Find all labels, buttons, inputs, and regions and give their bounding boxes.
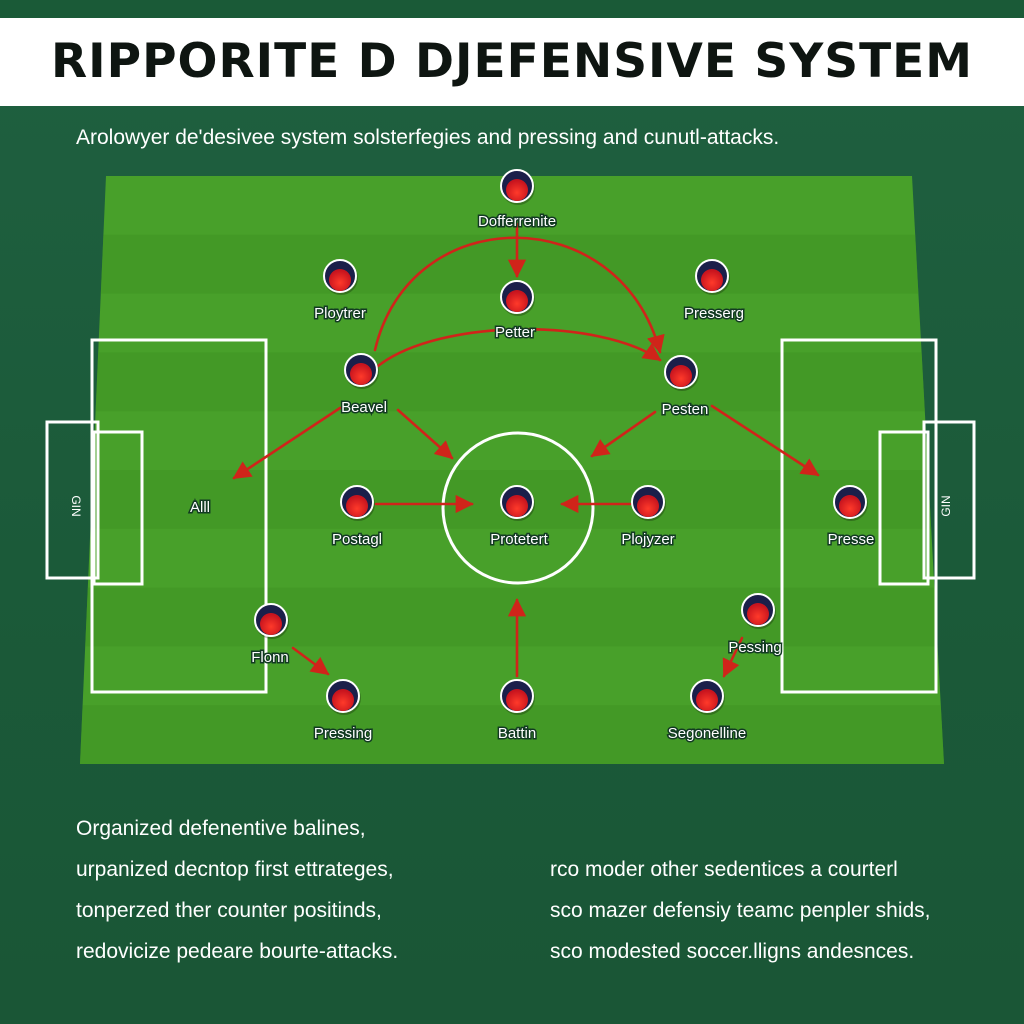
player-dot	[637, 495, 659, 517]
player-marker: Segonelline	[666, 679, 748, 744]
notes-left: Organized defenentive balines, urpanized…	[76, 808, 398, 972]
arrow-beavel-left	[232, 406, 342, 480]
player-dot	[506, 689, 528, 711]
player-label: Protetert	[490, 531, 548, 548]
left-goal-area	[92, 430, 144, 586]
title-bar	[0, 18, 1024, 106]
arrow-outer-arc	[373, 236, 665, 354]
player-marker: Presserg	[682, 259, 746, 324]
note-line: tonperzed ther counter positinds,	[76, 899, 382, 922]
player-label: Ploytrer	[314, 305, 366, 322]
player-dot	[506, 495, 528, 517]
player-label: Pesten	[662, 401, 709, 418]
player-marker: Plojyzer	[620, 485, 676, 550]
arrow-beavel-center	[396, 408, 454, 460]
player-dot	[350, 363, 372, 385]
player-dot	[747, 603, 769, 625]
left-goal-label: GIN	[69, 495, 83, 516]
player-dot	[696, 689, 718, 711]
player-dot	[670, 365, 692, 387]
top-band	[0, 0, 1024, 18]
player-dot	[506, 179, 528, 201]
player-dot	[332, 689, 354, 711]
arrow-inner-arc	[376, 327, 662, 368]
player-marker: Pressing	[312, 679, 374, 744]
player-marker: Petter	[493, 280, 537, 343]
movement-arrows	[232, 222, 820, 678]
note-line: urpanized decntop first ettrateges,	[76, 858, 394, 881]
grass-stripe	[80, 705, 944, 764]
player-label: Pessing	[728, 639, 781, 656]
player-marker: Battin	[496, 679, 538, 744]
center-circle	[441, 431, 595, 585]
grass-stripe	[95, 352, 925, 412]
player-label: Postagl	[332, 531, 382, 548]
right-goal-area	[878, 430, 930, 586]
player-marker: Dofferrenite	[476, 169, 558, 232]
player-dot	[346, 495, 368, 517]
left-goal	[45, 420, 100, 580]
grass-stripe	[85, 587, 938, 647]
page-title: RIPPORITE D DJEFENSIVE SYSTEM	[50, 34, 974, 89]
field-markings	[45, 338, 976, 694]
note-line: sco mazer defensiy teamc penpler shids,	[550, 899, 931, 922]
player-label: Presserg	[684, 305, 744, 322]
player-dot	[329, 269, 351, 291]
player-marker: Postagl	[330, 485, 384, 550]
player-marker: Pessing	[727, 593, 783, 658]
right-goal	[922, 420, 976, 580]
notes-right: rco moder other sedentices a courterl sc…	[550, 849, 931, 972]
note-line: sco modested soccer.lligns andesnces.	[550, 940, 915, 963]
note-line: rco moder other sedentices a courterl	[550, 858, 898, 881]
player-label: Plojyzer	[621, 531, 674, 548]
player-label: Pressing	[314, 725, 372, 742]
player-marker: Protetert	[489, 485, 550, 550]
arrow-pesten-center	[590, 410, 657, 458]
player-label: Beavel	[341, 399, 387, 416]
arrow-pessing-down	[722, 636, 744, 678]
player-label: Flonn	[251, 649, 289, 666]
player-label: Presse	[828, 531, 875, 548]
zone-label: Alll	[190, 499, 210, 516]
player-marker: Presse	[826, 485, 876, 550]
player-dot	[506, 290, 528, 312]
right-goal-label: GIN	[939, 495, 953, 516]
player-label: Battin	[498, 725, 536, 742]
left-penalty-box	[90, 338, 268, 694]
player-dot	[260, 613, 282, 635]
player-label: Dofferrenite	[478, 213, 556, 230]
arrow-pesten-right	[710, 404, 820, 477]
page-subtitle: Arolowyer de'desivee system solsterfegie…	[76, 126, 780, 149]
arrow-flonn-pressing	[291, 646, 330, 676]
player-marker: Flonn	[250, 603, 290, 668]
player-marker: Pesten	[660, 355, 710, 420]
player-dot	[839, 495, 861, 517]
note-line: Organized defenentive balines,	[76, 817, 366, 840]
player-marker: Ploytrer	[313, 259, 367, 324]
player-dot	[701, 269, 723, 291]
right-penalty-box	[780, 338, 938, 694]
player-marker: Beavel	[340, 353, 388, 418]
player-label: Segonelline	[668, 725, 746, 742]
player-label: Petter	[495, 324, 535, 341]
note-line: redovicize pedeare bourte-attacks.	[76, 940, 399, 963]
